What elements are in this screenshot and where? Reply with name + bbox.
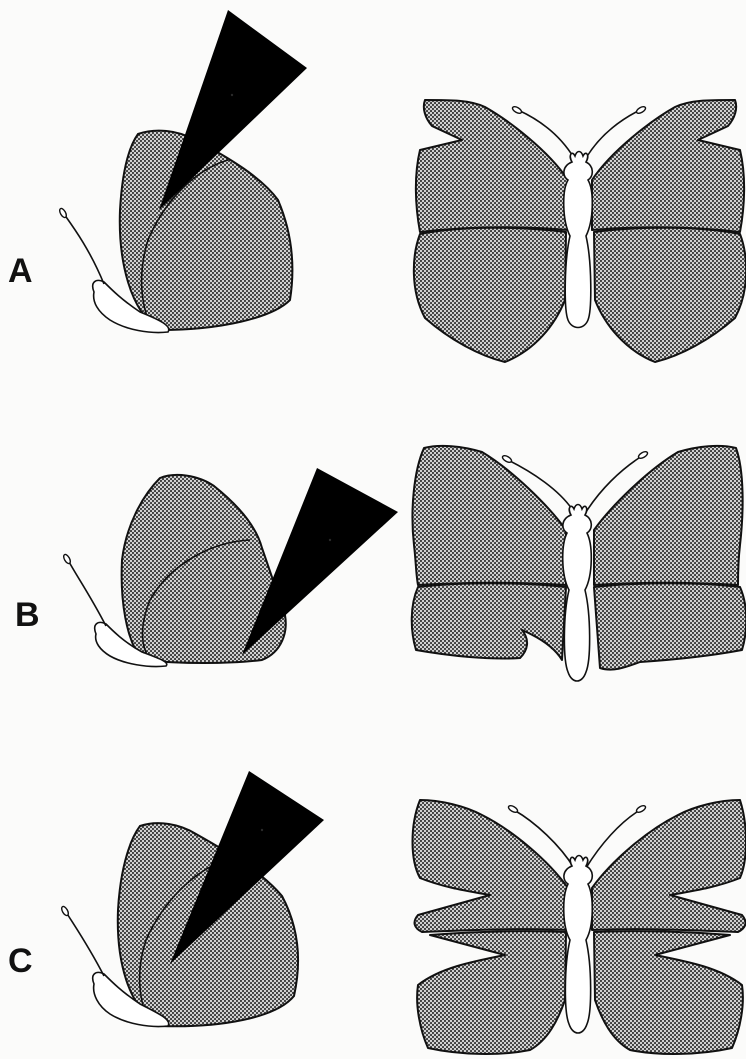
left-antenna-tip-a: [511, 105, 522, 114]
right-antenna-tip-c: [635, 804, 646, 813]
right-hindwing-b: [594, 583, 746, 669]
side-antenna-a: [64, 214, 104, 284]
body-c: [564, 856, 593, 1034]
side-antenna-tip-a: [58, 207, 67, 218]
panel-b: [62, 446, 746, 681]
left-hindwing-c: [417, 931, 566, 1054]
side-antenna-c: [66, 912, 104, 976]
open-wing-butterfly-c: [413, 800, 746, 1054]
right-hindwing-a: [594, 228, 746, 362]
open-wing-butterfly-a: [414, 100, 746, 362]
side-view-butterfly-c: [60, 771, 324, 1027]
panel-a: [58, 10, 746, 362]
left-forewing-b: [412, 446, 566, 585]
left-forewing-c: [413, 800, 569, 932]
right-forewing-b: [594, 446, 743, 585]
left-hindwing-b: [412, 583, 566, 660]
side-antenna-b: [68, 560, 106, 626]
right-forewing-a: [592, 100, 744, 232]
left-antenna-tip-c: [507, 804, 518, 813]
left-hindwing-a: [414, 228, 566, 362]
body-a: [564, 152, 593, 328]
left-forewing-a: [416, 100, 568, 232]
side-view-butterfly-a: [58, 10, 307, 333]
open-wing-butterfly-b: [412, 446, 746, 681]
panel-c: [60, 771, 746, 1054]
side-antenna-tip-b: [62, 553, 71, 564]
side-antenna-tip-c: [60, 905, 69, 916]
right-antenna-tip-a: [635, 105, 646, 114]
beak-speck-b: [329, 539, 331, 541]
right-forewing-c: [592, 800, 746, 932]
beak-speck-c: [261, 829, 263, 831]
right-hindwing-c: [594, 931, 743, 1054]
left-antenna-tip-b: [501, 454, 512, 463]
right-antenna-tip-b: [637, 450, 648, 459]
beak-speck-a: [231, 94, 233, 96]
body-b: [563, 505, 592, 682]
side-view-butterfly-b: [62, 468, 398, 667]
